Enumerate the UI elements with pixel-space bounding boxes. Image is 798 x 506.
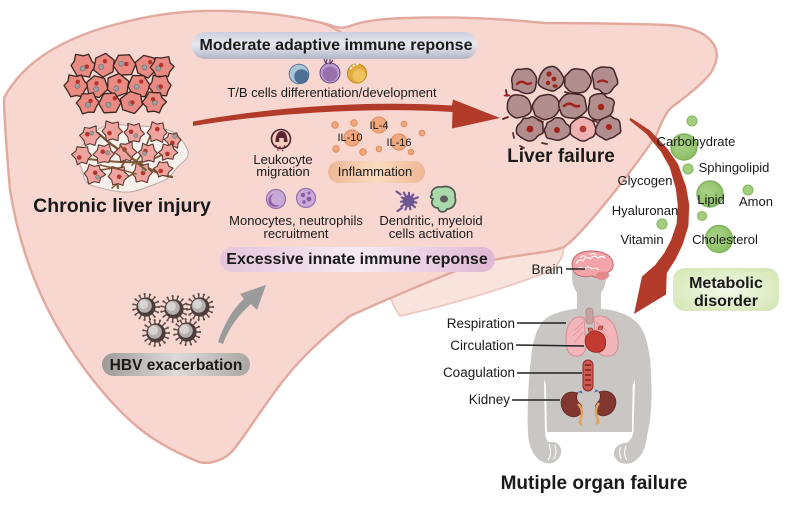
svg-text:Mutiple organ failure: Mutiple organ failure [501,473,688,494]
svg-text:Excessive innate immune repons: Excessive innate immune reponse [226,251,488,268]
svg-text:recruitment: recruitment [263,226,328,241]
svg-text:Leukocyte: Leukocyte [253,152,312,167]
svg-text:Vitamin: Vitamin [620,232,663,247]
svg-text:Sphingolipid: Sphingolipid [699,160,770,175]
svg-text:Lipid: Lipid [697,192,724,207]
svg-text:Monocytes, neutrophils: Monocytes, neutrophils [229,213,363,228]
svg-text:Inflammation: Inflammation [338,164,412,179]
svg-text:T/B cells differentiation/deve: T/B cells differentiation/development [227,85,437,100]
svg-text:Kidney: Kidney [469,392,511,407]
svg-text:IL-4: IL-4 [370,120,389,132]
svg-text:Hyaluronan: Hyaluronan [612,203,679,218]
svg-text:Circulation: Circulation [450,338,514,353]
svg-text:Dendritic, myeloid: Dendritic, myeloid [379,213,482,228]
svg-text:disorder: disorder [694,293,758,310]
svg-text:cells activation: cells activation [389,226,474,241]
svg-text:Chronic liver injury: Chronic liver injury [33,195,211,217]
svg-text:Moderate adaptive immune repon: Moderate adaptive immune reponse [200,37,473,54]
svg-text:Glycogen: Glycogen [618,173,673,188]
svg-text:migration: migration [256,164,309,179]
svg-text:HBV exacerbation: HBV exacerbation [110,357,243,374]
svg-text:Brain: Brain [531,262,563,277]
svg-text:Cholesterol: Cholesterol [692,232,758,247]
svg-text:Coagulation: Coagulation [443,365,515,380]
svg-text:IL-16: IL-16 [386,137,411,149]
svg-text:Liver failure: Liver failure [507,146,615,167]
svg-text:Amon: Amon [739,194,773,209]
svg-text:Metabolic: Metabolic [689,275,763,292]
svg-text:Carbohydrate: Carbohydrate [657,134,736,149]
svg-text:IL-10: IL-10 [337,132,362,144]
svg-text:Respiration: Respiration [447,316,515,331]
